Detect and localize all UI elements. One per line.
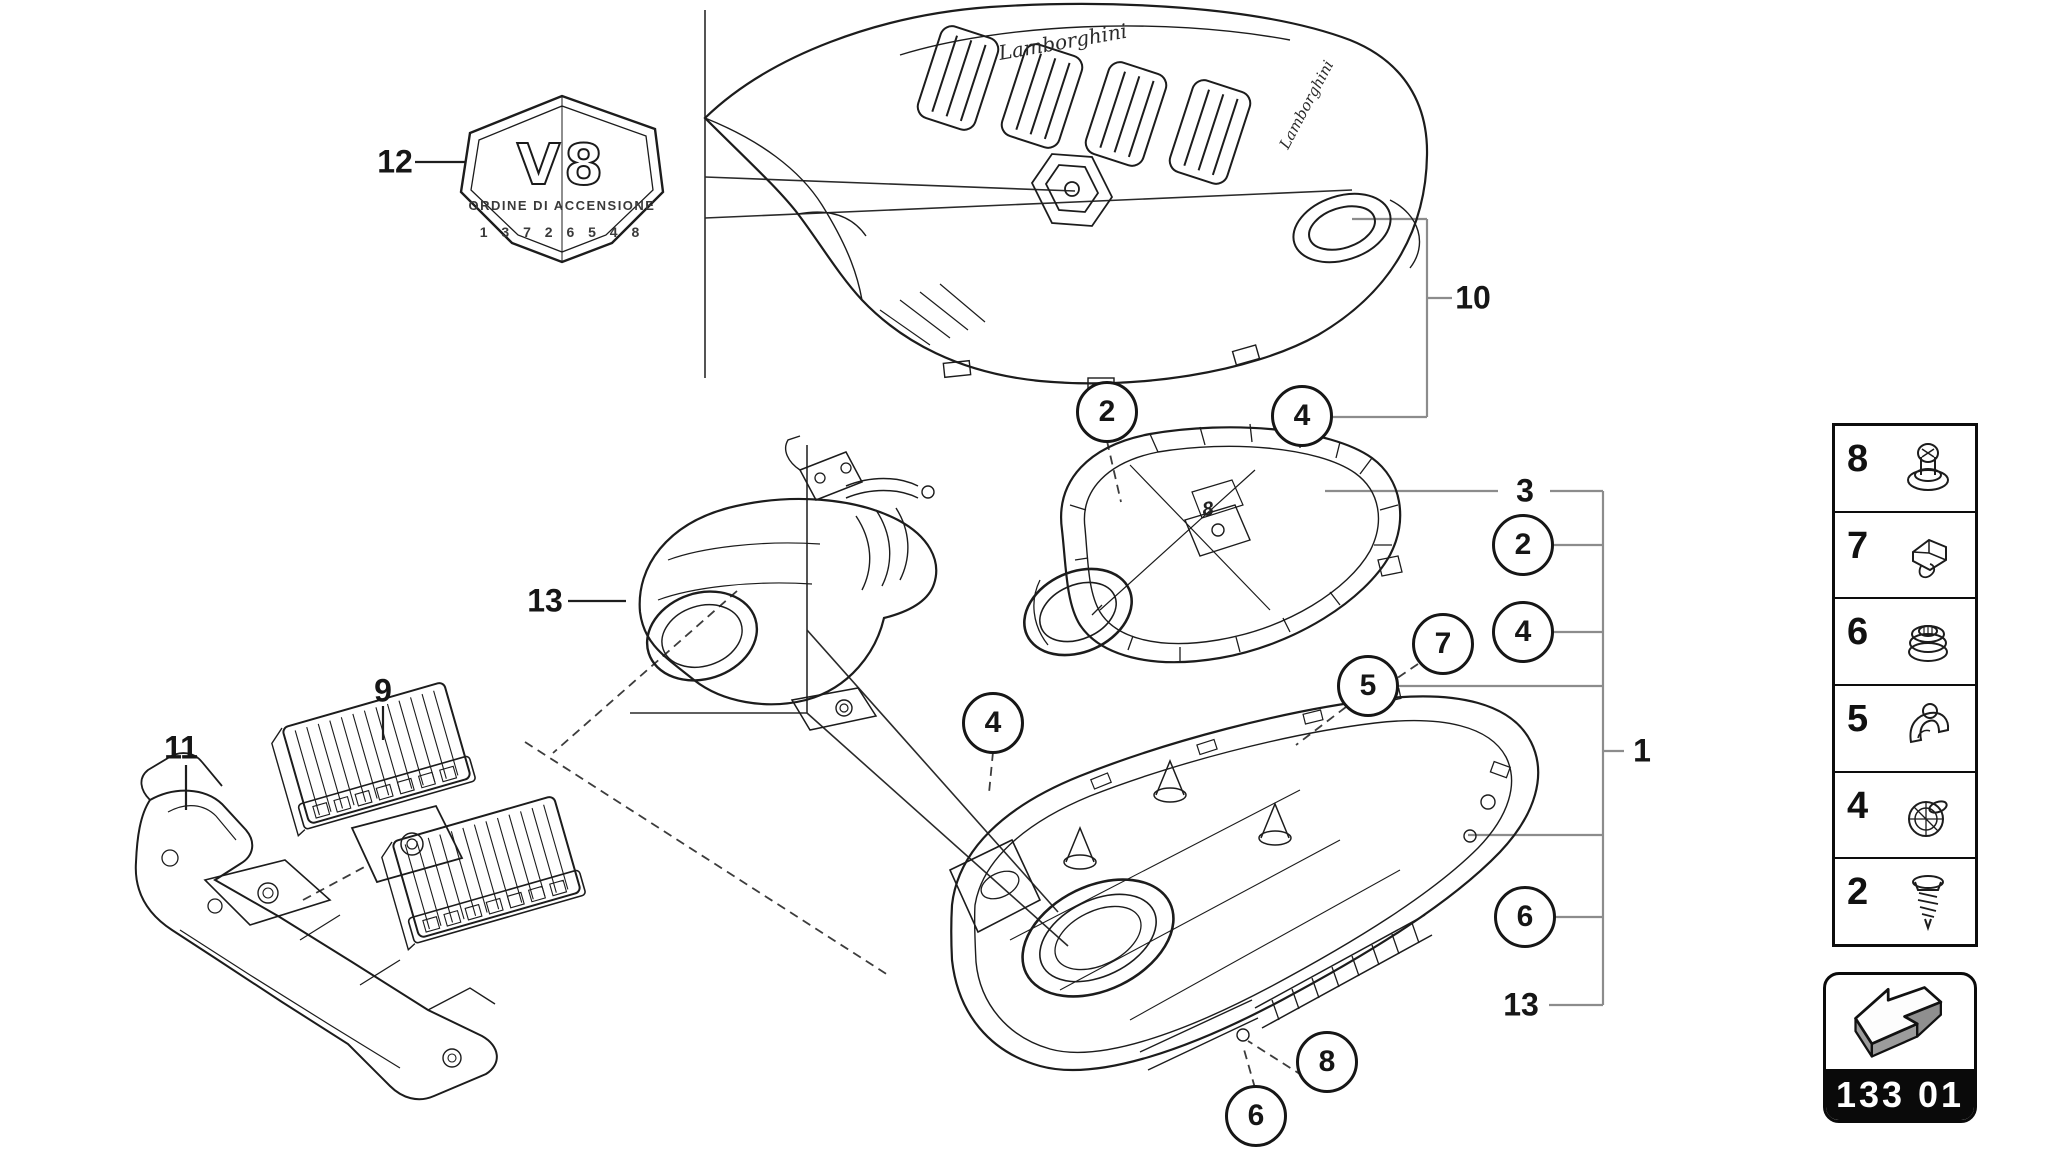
page-code-label: 133 01 [1826,1069,1974,1120]
intake-duct-drawing [638,435,938,731]
self-tapping-screw-icon [1912,874,1944,931]
label-13-right[interactable]: 13 [1503,986,1539,1023]
legend-number: 5 [1847,697,1869,740]
legend-number: 6 [1847,611,1869,654]
engine-cover-drawing: Lamborghini Lamborghini [703,2,1429,391]
page-code-box: 133 01 [1823,972,1977,1123]
legend-number: 2 [1847,871,1869,914]
cover-script-side: Lamborghini [1275,57,1337,153]
legend-number: 7 [1847,524,1869,567]
label-12[interactable]: 12 [377,143,413,180]
filter-housing-cover-drawing [1023,423,1403,664]
label-1[interactable]: 1 [1633,732,1651,769]
legend-row-6[interactable]: 6 [1835,597,1975,684]
legend-row-2[interactable]: 2 [1835,857,1975,944]
badge-firing-order-text: 1 3 7 2 6 5 4 8 [480,224,645,240]
label-tick-lines [184,160,626,810]
legend-row-5[interactable]: 5 [1835,684,1975,771]
callout-6-right[interactable]: 6 [1494,886,1556,948]
callout-4-right[interactable]: 4 [1492,601,1554,663]
legend-row-8[interactable]: 8 [1835,426,1975,511]
label-3[interactable]: 3 [1516,472,1534,509]
callout-8[interactable]: 8 [1296,1031,1358,1093]
label-11[interactable]: 11 [164,729,198,766]
label-13-left[interactable]: 13 [527,582,563,619]
callout-6-bottom[interactable]: 6 [1225,1085,1287,1147]
callout-5[interactable]: 5 [1337,655,1399,717]
belly-pan-bracket-drawing [134,752,498,1101]
rubber-grommet-icon [1908,624,1948,662]
legend-row-4[interactable]: 4 [1835,770,1975,858]
callout-4-left[interactable]: 4 [962,692,1024,754]
expansion-rivet-icon [1907,443,1949,492]
legend-row-7[interactable]: 7 [1835,510,1975,598]
dashed-assembly-lines [302,440,1419,1089]
fastener-legend-table: 8 7 6 [1832,423,1978,947]
bracket-lines [1325,217,1624,1007]
air-filter-elements-drawing [271,682,586,951]
label-9[interactable]: 9 [374,672,392,709]
v8-badge-drawing: V8 ORDINE DI ACCENSIONE 1 3 7 2 6 5 4 8 [459,94,665,264]
retaining-clip-icon [1912,538,1947,579]
callout-2-top[interactable]: 2 [1076,381,1138,443]
badge-model-text: V8 [517,133,607,198]
air-cleaner-housing-drawing [948,687,1540,1072]
back-reference-arrow-3d-icon [1854,986,1943,1058]
badge-subtitle-text: ORDINE DI ACCENSIONE [469,198,656,213]
cover-script-top: Lamborghini [996,19,1129,65]
label-10[interactable]: 10 [1455,279,1491,316]
snap-retainer-icon [1908,800,1948,838]
legend-number: 8 [1847,437,1869,480]
spring-clamp-icon [1909,703,1950,744]
legend-number: 4 [1847,784,1869,827]
callout-2-right[interactable]: 2 [1492,514,1554,576]
callout-7[interactable]: 7 [1412,613,1474,675]
callout-4-top[interactable]: 4 [1271,385,1333,447]
